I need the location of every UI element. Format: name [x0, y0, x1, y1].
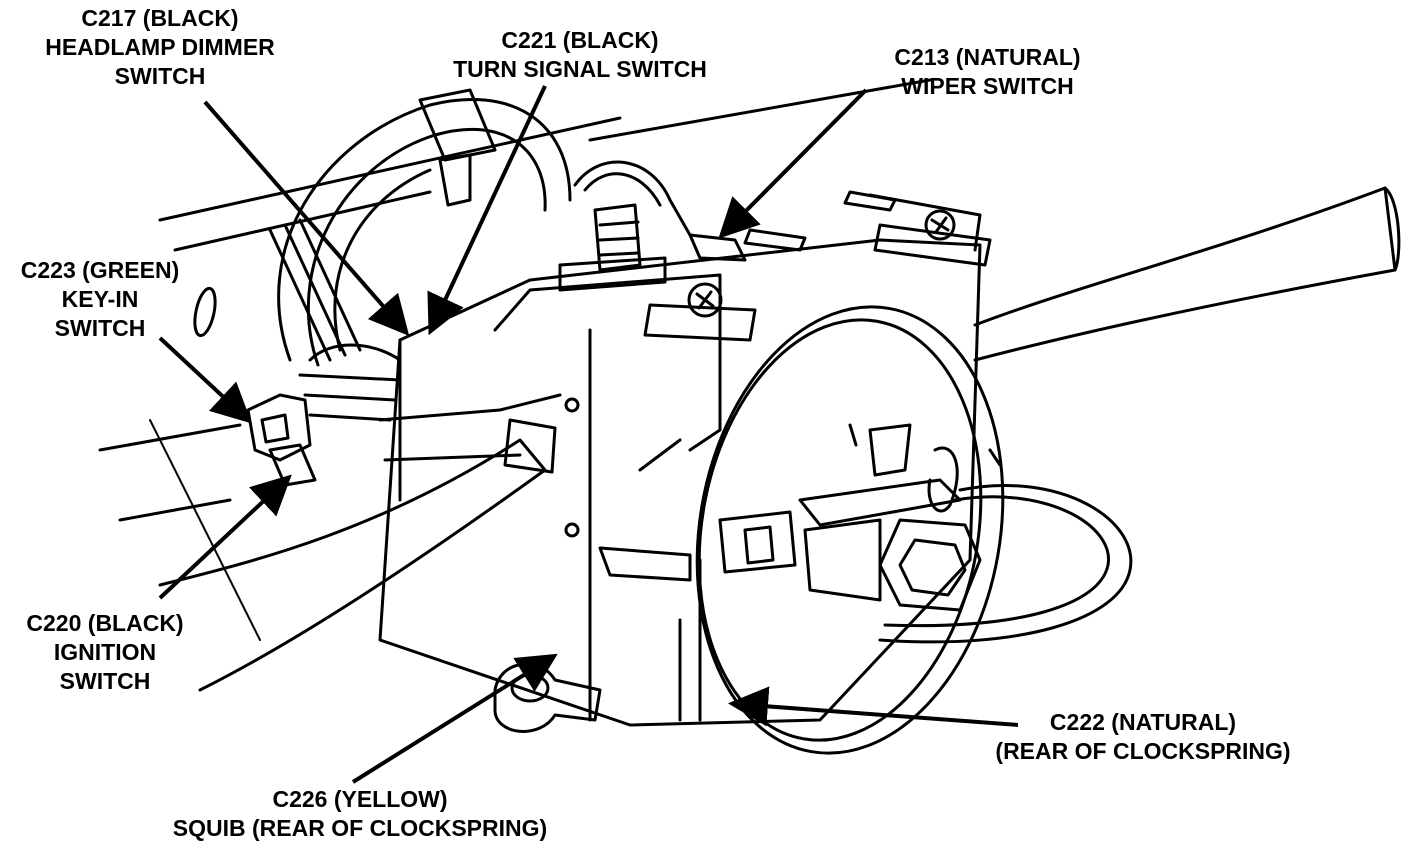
callout-c220: C220 (BLACK) IGNITION SWITCH [0, 609, 210, 696]
callout-line: C223 (GREEN) [20, 257, 180, 283]
callout-line: C217 (BLACK) [81, 5, 239, 31]
c213-leader-arrow [718, 88, 868, 239]
callout-line: SWITCH [114, 63, 206, 89]
callout-line: SWITCH [59, 668, 151, 694]
callout-c221: C221 (BLACK) TURN SIGNAL SWITCH [420, 26, 740, 84]
c222-leader-arrow [728, 686, 1019, 727]
callout-line: (REAR OF CLOCKSPRING) [995, 738, 1291, 764]
callout-line: TURN SIGNAL SWITCH [453, 56, 707, 82]
callout-c223: C223 (GREEN) KEY-IN SWITCH [0, 256, 200, 343]
callout-c213: C213 (NATURAL) WIPER SWITCH [860, 43, 1115, 101]
key-in-connector [246, 393, 317, 487]
multifunction-stalk [973, 186, 1401, 362]
switch-housing [378, 190, 992, 727]
airbag-squib-assembly [718, 423, 1133, 644]
c221-leader-arrow [427, 85, 547, 336]
callout-line: IGNITION [53, 639, 157, 665]
callout-line: SWITCH [54, 315, 146, 341]
callout-line: HEADLAMP DIMMER [45, 34, 275, 60]
c223-leader-arrow [158, 336, 252, 424]
lower-stalk [158, 418, 557, 692]
callout-line: C213 (NATURAL) [894, 44, 1081, 70]
callout-line: C226 (YELLOW) [272, 786, 448, 812]
callout-line: SQUIB (REAR OF CLOCKSPRING) [172, 815, 548, 841]
c217-leader-arrow [203, 100, 410, 337]
callout-c226: C226 (YELLOW) SQUIB (REAR OF CLOCKSPRING… [125, 785, 595, 843]
callout-line: KEY-IN [61, 286, 139, 312]
callout-line: C220 (BLACK) [26, 610, 184, 636]
c220-leader-arrow [158, 474, 292, 600]
dashboard-panel [98, 78, 932, 641]
callout-line: WIPER SWITCH [901, 73, 1074, 99]
c226-leader-arrow [351, 653, 558, 784]
callout-line: C222 (NATURAL) [1049, 709, 1237, 735]
callout-c217: C217 (BLACK) HEADLAMP DIMMER SWITCH [20, 4, 300, 91]
callout-c222: C222 (NATURAL) (REAR OF CLOCKSPRING) [958, 708, 1328, 766]
wiring-harness [268, 88, 692, 422]
callout-line: C221 (BLACK) [501, 27, 659, 53]
